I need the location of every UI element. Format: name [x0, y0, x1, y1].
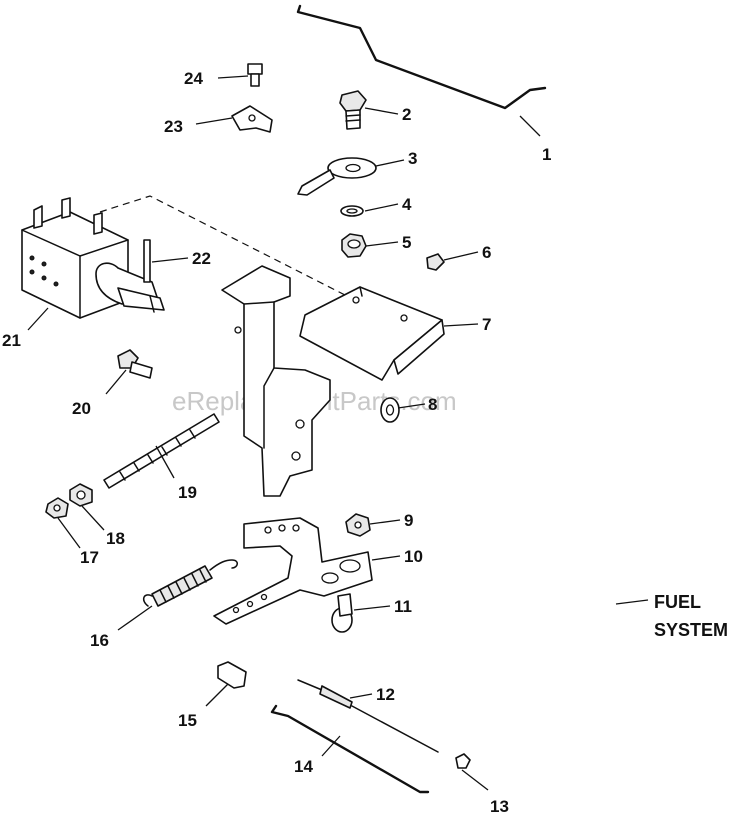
part-6-screw [426, 253, 445, 271]
part-8-washer [380, 397, 400, 423]
callout-3: 3 [408, 149, 417, 168]
note-line-2: SYSTEM [654, 620, 728, 640]
callout-21: 21 [2, 331, 21, 350]
part-22-pin [143, 239, 151, 283]
part-2-bolt [339, 90, 367, 130]
callout-24: 24 [184, 69, 203, 88]
callout-16: 16 [90, 631, 109, 650]
callout-5: 5 [402, 233, 411, 252]
callout-11: 11 [394, 597, 412, 616]
part-5-nut [341, 233, 367, 258]
part-18-nut [69, 483, 93, 507]
callout-labels: 1 2 3 4 5 6 7 8 9 10 11 12 13 14 15 16 1… [2, 69, 551, 816]
part-21-solenoid [21, 197, 165, 319]
part-24-screw [247, 63, 263, 87]
callout-14: 14 [294, 757, 313, 776]
part-10-lever [213, 517, 373, 625]
note-line-1: FUEL [654, 592, 701, 612]
callout-10: 10 [404, 547, 423, 566]
part-3-lever [297, 157, 377, 196]
part-7-bracket [299, 286, 445, 381]
leader-lines [27, 75, 649, 791]
part-13-grommet [455, 753, 471, 769]
callout-6: 6 [482, 243, 491, 262]
part-15-clip [217, 661, 247, 689]
part-1-rod [296, 4, 547, 110]
callout-12: 12 [376, 685, 395, 704]
main-bracket [221, 265, 331, 497]
callout-23: 23 [164, 117, 183, 136]
part-11-pin [331, 593, 353, 633]
part-17-nut [45, 497, 69, 519]
part-16-spring [142, 559, 238, 607]
callout-4: 4 [402, 195, 412, 214]
callout-18: 18 [106, 529, 125, 548]
callout-19: 19 [178, 483, 197, 502]
callout-9: 9 [404, 511, 413, 530]
part-14-link-rod [270, 704, 430, 794]
part-9-nut [345, 513, 371, 537]
fuel-system-note: FUEL SYSTEM [654, 592, 728, 640]
callout-13: 13 [490, 797, 509, 816]
callout-15: 15 [178, 711, 197, 730]
callout-17: 17 [80, 548, 99, 567]
alignment-line [99, 195, 346, 296]
part-19-threaded-rod [103, 413, 220, 489]
callout-22: 22 [192, 249, 211, 268]
callout-7: 7 [482, 315, 491, 334]
callout-1: 1 [542, 145, 551, 164]
callout-2: 2 [402, 105, 411, 124]
part-12-spring [297, 679, 439, 753]
part-23-clip [231, 105, 273, 133]
part-20-bolt [117, 349, 153, 379]
part-4-washer [340, 205, 364, 217]
callout-20: 20 [72, 399, 91, 418]
callout-8: 8 [428, 395, 437, 414]
